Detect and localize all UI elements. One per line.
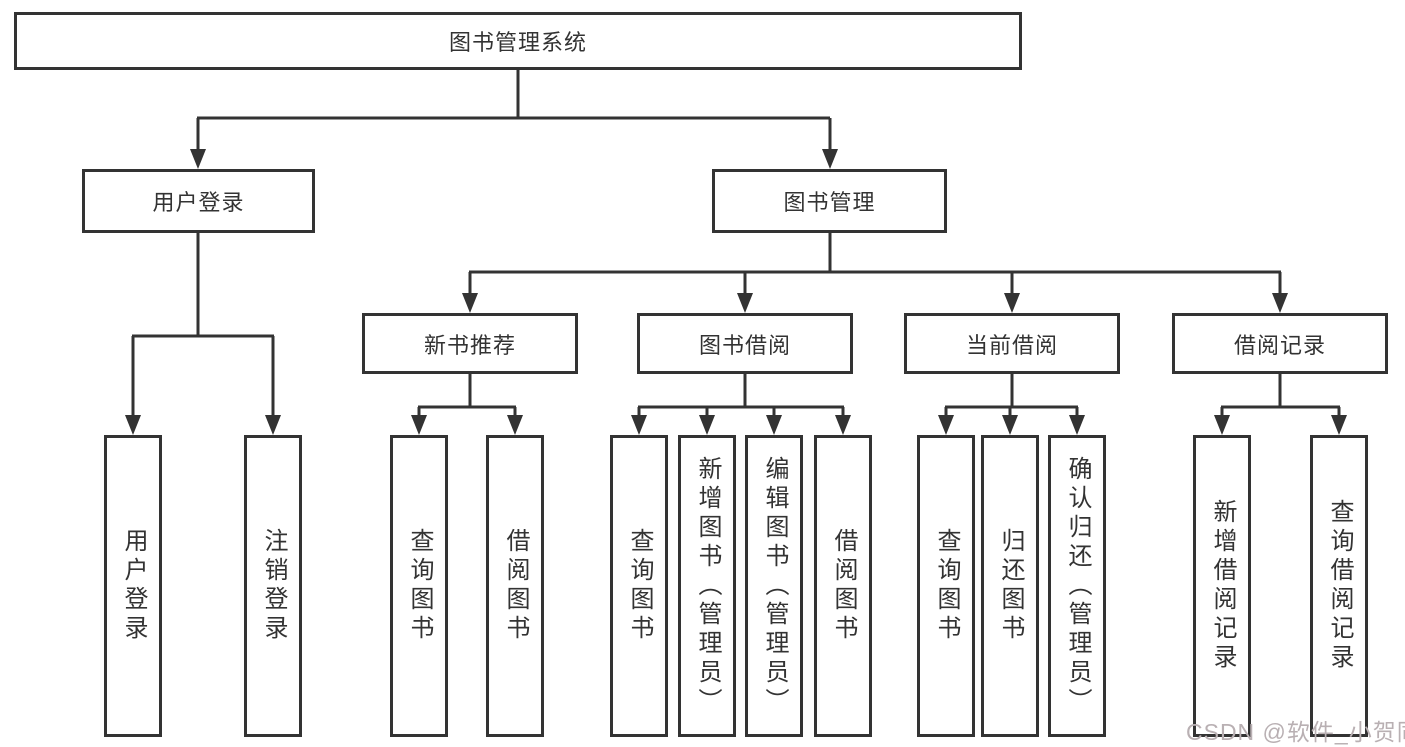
leaf-label: 新增借阅记录	[1209, 499, 1236, 673]
arrow-down-icon	[631, 415, 647, 435]
leaf-label: 查询图书	[626, 528, 653, 644]
leaf-label: 借阅图书	[830, 528, 857, 644]
connector-user-login-to-leaves	[131, 233, 275, 417]
leaf-label: 编辑图书（管理员）	[761, 455, 788, 717]
node-current-borrowing: 当前借阅	[904, 313, 1120, 374]
leaf-add-borrow-record: 新增借阅记录	[1193, 435, 1251, 737]
leaf-add-book-admin: 新增图书（管理员）	[678, 435, 736, 737]
arrow-down-icon	[462, 293, 478, 313]
arrow-down-icon	[1069, 415, 1085, 435]
csdn-watermark: CSDN @软件_小贺同学	[1186, 719, 1405, 745]
leaf-label: 查询图书	[406, 528, 433, 644]
arrow-down-icon	[766, 415, 782, 435]
leaf-query-books-current: 查询图书	[917, 435, 975, 737]
leaf-label: 新增图书（管理员）	[694, 455, 721, 717]
node-current-borrowing-label: 当前借阅	[965, 332, 1058, 358]
connector-book-borrowing-to-leaves	[637, 373, 845, 418]
leaf-label: 用户登录	[120, 528, 147, 644]
node-user-login: 用户登录	[82, 169, 315, 233]
leaf-label: 借阅图书	[502, 528, 529, 644]
node-book-borrowing-label: 图书借阅	[698, 332, 791, 358]
leaf-logout: 注销登录	[244, 435, 302, 737]
node-root: 图书管理系统	[14, 12, 1022, 70]
arrow-down-icon	[507, 415, 523, 435]
connector-book-management-to-level3	[468, 233, 1282, 295]
node-book-management-label: 图书管理	[783, 190, 876, 215]
node-root-label: 图书管理系统	[448, 30, 587, 55]
arrow-down-icon	[1004, 293, 1020, 313]
leaf-borrow-books-recommend: 借阅图书	[486, 435, 544, 737]
connector-root-to-level2	[196, 70, 832, 151]
arrow-down-icon	[1331, 415, 1347, 435]
connector-new-book-to-leaves	[417, 373, 517, 418]
arrow-down-icon	[822, 149, 838, 169]
node-new-book-recommendation-label: 新书推荐	[423, 332, 516, 358]
arrow-down-icon	[1214, 415, 1230, 435]
arrow-down-icon	[938, 415, 954, 435]
node-borrowing-records-label: 借阅记录	[1233, 332, 1326, 358]
leaf-label: 注销登录	[260, 528, 287, 644]
node-new-book-recommendation: 新书推荐	[362, 313, 578, 374]
node-book-borrowing: 图书借阅	[637, 313, 853, 374]
leaf-query-books-borrowing: 查询图书	[610, 435, 668, 737]
leaf-label: 确认归还（管理员）	[1064, 455, 1091, 717]
leaf-edit-book-admin: 编辑图书（管理员）	[745, 435, 803, 737]
leaf-query-borrow-record: 查询借阅记录	[1310, 435, 1368, 737]
node-book-management: 图书管理	[712, 169, 947, 233]
node-borrowing-records: 借阅记录	[1172, 313, 1388, 374]
arrowheads	[125, 149, 1347, 435]
arrow-down-icon	[835, 415, 851, 435]
arrow-down-icon	[411, 415, 427, 435]
connector-borrowing-records-to-leaves	[1220, 373, 1341, 418]
node-user-login-label: 用户登录	[152, 190, 245, 215]
connector-current-borrowing-to-leaves	[944, 373, 1079, 418]
leaf-label: 查询图书	[933, 528, 960, 644]
arrow-down-icon	[699, 415, 715, 435]
arrow-down-icon	[1272, 293, 1288, 313]
arrow-down-icon	[125, 415, 141, 435]
leaf-return-book: 归还图书	[981, 435, 1039, 737]
leaf-query-books-recommend: 查询图书	[390, 435, 448, 737]
leaf-label: 查询借阅记录	[1326, 499, 1353, 673]
arrow-down-icon	[265, 415, 281, 435]
leaf-user-login: 用户登录	[104, 435, 162, 737]
arrow-down-icon	[1002, 415, 1018, 435]
leaf-borrow-books-borrowing: 借阅图书	[814, 435, 872, 737]
arrow-down-icon	[737, 293, 753, 313]
leaf-confirm-return-admin: 确认归还（管理员）	[1048, 435, 1106, 737]
leaf-label: 归还图书	[997, 528, 1024, 644]
arrow-down-icon	[190, 149, 206, 169]
